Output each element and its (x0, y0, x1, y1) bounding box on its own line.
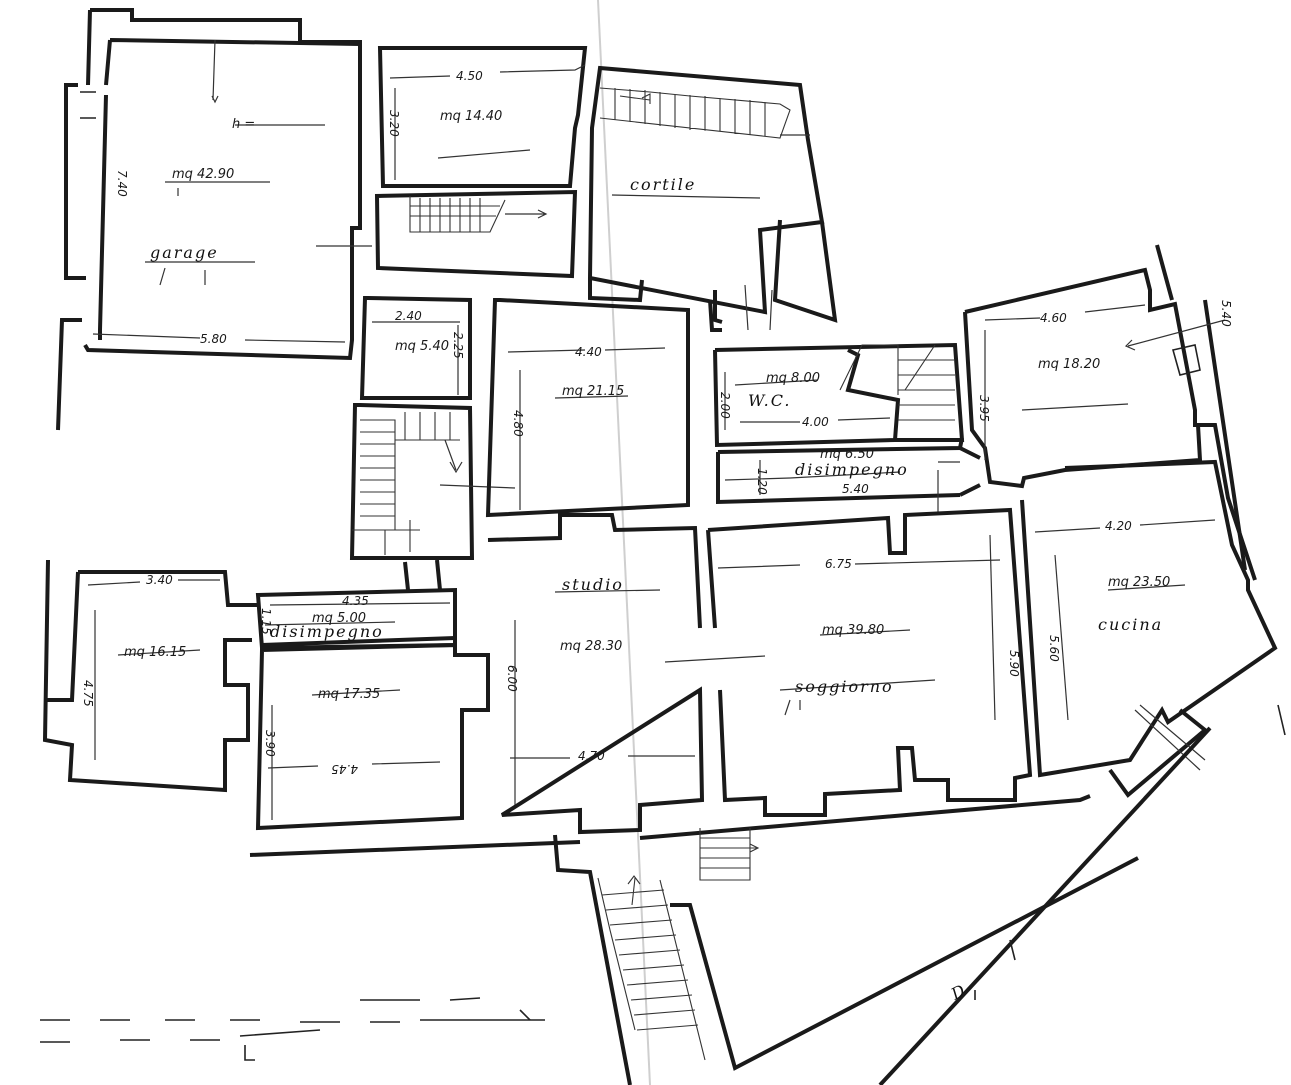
cucina-name: cucina (1098, 615, 1163, 634)
upper-mid-width-dim: 4.50 (456, 69, 483, 83)
room-lower-mid: mq 17.35 3.90 4.45 (255, 559, 490, 831)
room-cortile: cortile (587, 65, 838, 331)
right-upper-side-dim: 5.40 (1219, 300, 1233, 327)
disimpegno-upper-height-dim: 1.20 (755, 468, 769, 495)
garage-width-dim: 5.80 (200, 332, 227, 346)
wc-area: mq 8.00 (766, 371, 820, 386)
stair-central (349, 403, 516, 560)
wc-width-dim: 4.00 (802, 415, 829, 429)
scale-bar (40, 997, 545, 1061)
upper-mid-height-dim: 3.20 (387, 110, 401, 137)
disimpegno-upper-name: disimpegno (795, 460, 909, 479)
room-upper-mid: 4.50 3.20 mq 14.40 (377, 46, 588, 188)
studio-area: mq 28.30 (560, 639, 622, 654)
room-disimpegno-lower: 4.35 mq 5.00 disimpegno 1.15 (255, 587, 457, 651)
disimpegno-lower-name: disimpegno (270, 622, 384, 641)
disimpegno-lower-height-dim: 1.15 (259, 608, 273, 635)
wc-name: W.C. (748, 391, 792, 410)
small-area: mq 5.40 (395, 339, 449, 354)
room-studio: studio mq 28.30 6.00 4.70 (487, 513, 766, 835)
disimpegno-lower-area: mq 5.00 (312, 611, 366, 626)
wc-height-dim: 2.00 (718, 392, 732, 419)
room-left-lower: 3.40 4.75 mq 16.15 (42, 559, 260, 793)
site-lines: D (249, 704, 1286, 1085)
left-lower-width-dim: 3.40 (146, 573, 173, 587)
room-wc: mq 8.00 W.C. 4.00 2.00 (713, 342, 965, 448)
central-height-dim: 4.80 (511, 410, 525, 437)
studio-height-dim: 6.00 (505, 665, 519, 692)
cucina-area: mq 23.50 (1108, 575, 1170, 590)
garage-name: garage (150, 243, 219, 262)
small-height-dim: 2.25 (451, 332, 465, 359)
right-upper-width-dim: 4.60 (1040, 311, 1067, 325)
room-central: 4.40 4.80 mq 21.15 (485, 298, 722, 518)
garage-height-dim: 7.40 (115, 170, 129, 197)
central-area: mq 21.15 (562, 384, 624, 399)
room-cucina: 4.20 5.60 mq 23.50 cucina (1020, 459, 1278, 798)
garage-height-note: h = (232, 117, 255, 132)
soggiorno-width-dim: 6.75 (825, 557, 852, 571)
lower-mid-area: mq 17.35 (318, 687, 380, 702)
studio-width-dim: 4.70 (578, 749, 605, 763)
cucina-width-dim: 4.20 (1105, 519, 1132, 533)
room-disimpegno-upper: mq 6.50 disimpegno 5.40 1.20 (716, 437, 981, 515)
disimpegno-lower-width-dim: 4.35 (342, 594, 369, 608)
room-right-upper: 4.60 3.95 mq 18.20 5.40 (963, 244, 1257, 581)
stair-upper (374, 189, 578, 279)
paper-fold (597, 0, 651, 1085)
room-soggiorno: 6.75 5.90 mq 39.80 soggiorno (706, 507, 1033, 817)
right-upper-height-dim: 3.95 (977, 395, 991, 422)
soggiorno-area: mq 39.80 (822, 623, 884, 638)
lower-mid-height-dim: 3.90 (263, 730, 277, 757)
cucina-height-dim: 5.60 (1047, 635, 1061, 662)
street-label: D (947, 980, 970, 1004)
soggiorno-name: soggiorno (795, 677, 894, 696)
room-small: 2.40 2.25 mq 5.40 (359, 296, 472, 400)
disimpegno-upper-area: mq 6.50 (820, 447, 874, 462)
small-width-dim: 2.40 (395, 309, 422, 323)
upper-mid-area: mq 14.40 (440, 109, 502, 124)
left-lower-area: mq 16.15 (124, 645, 186, 660)
soggiorno-height-dim: 5.90 (1007, 650, 1021, 677)
central-width-dim: 4.40 (575, 345, 602, 359)
garage-area: mq 42.90 (172, 167, 234, 182)
cortile-name: cortile (630, 175, 696, 194)
disimpegno-upper-width-dim: 5.40 (842, 482, 869, 496)
left-lower-height-dim: 4.75 (81, 680, 95, 707)
room-garage: 7.40 h = mq 42.90 garage 5.80 (56, 8, 372, 431)
right-upper-area: mq 18.20 (1038, 357, 1100, 372)
lower-mid-width-dim: 4.45 (331, 762, 358, 776)
studio-name: studio (562, 575, 624, 594)
